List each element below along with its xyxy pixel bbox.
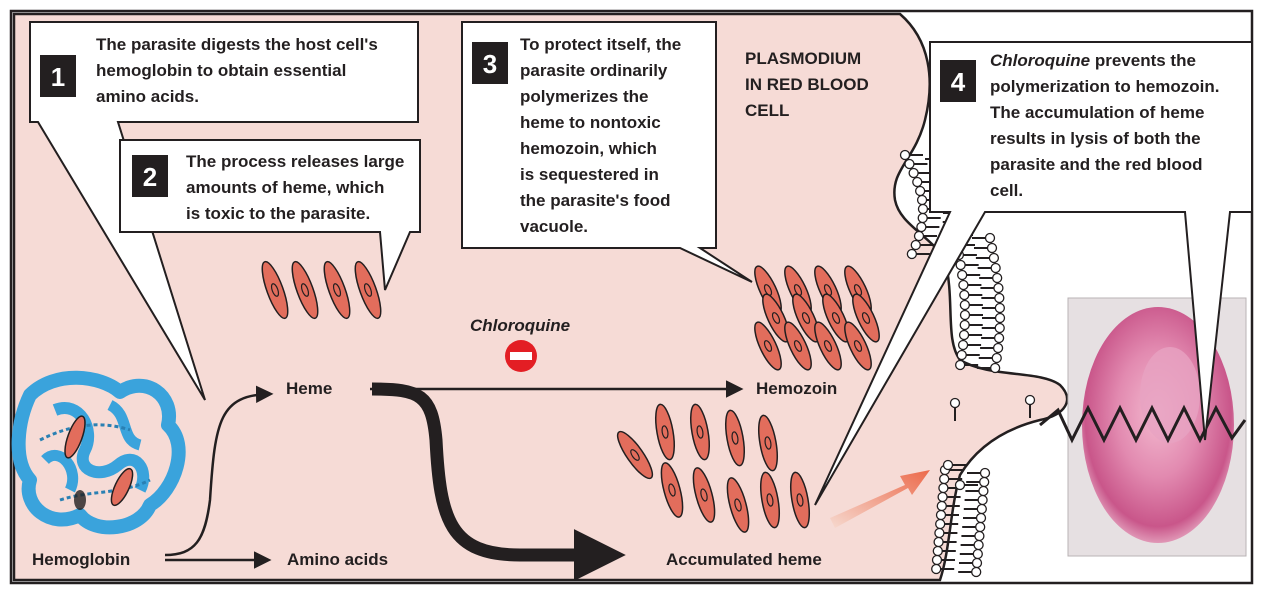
label-chloroquine: Chloroquine [470, 316, 570, 335]
label-hemozoin: Hemozoin [756, 379, 837, 398]
step-1-number: 1 [51, 62, 65, 92]
label-accumulated-heme: Accumulated heme [666, 550, 822, 569]
minus-circle-icon [505, 340, 537, 372]
step-2-number: 2 [143, 162, 157, 192]
step-4-number: 4 [951, 67, 966, 97]
label-heme: Heme [286, 379, 332, 398]
callout-3: 3 To protect itself, the parasite ordina… [462, 22, 752, 282]
step-3-number: 3 [483, 49, 497, 79]
label-amino-acids: Amino acids [287, 550, 388, 569]
label-hemoglobin: Hemoglobin [32, 550, 130, 569]
